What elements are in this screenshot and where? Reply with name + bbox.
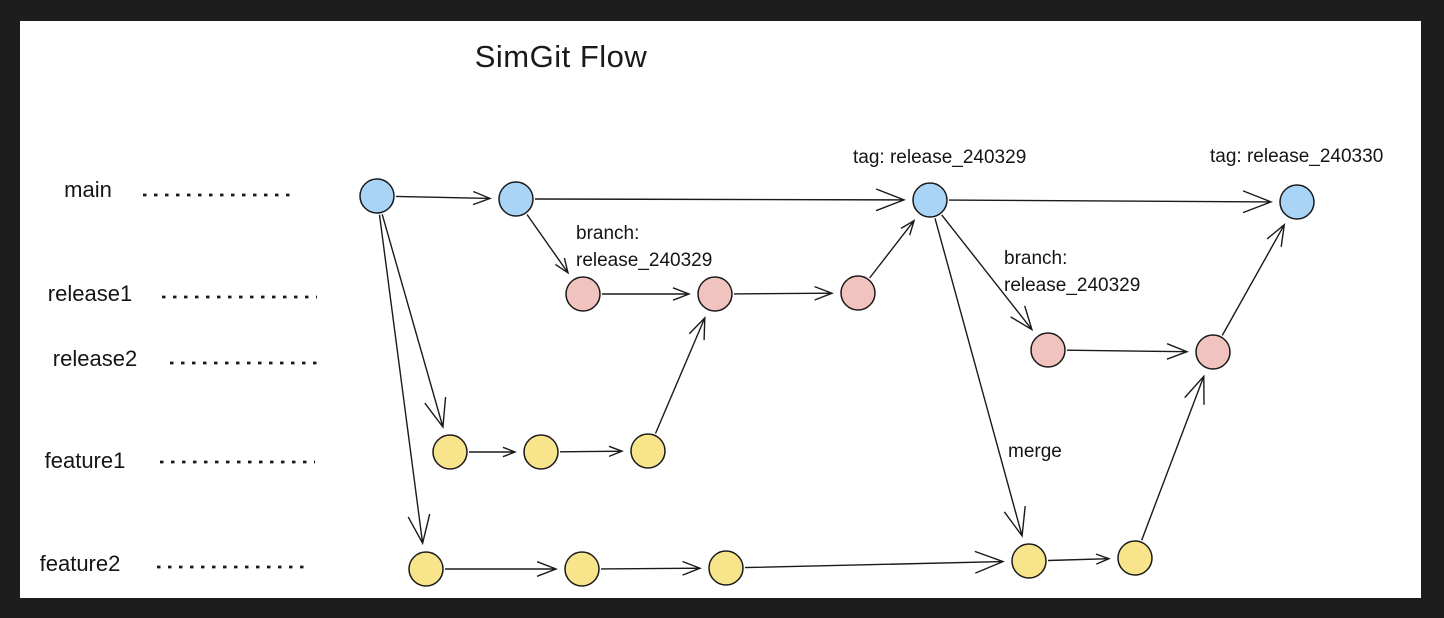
commit-arrow-f1b-f1c	[559, 445, 624, 458]
merge-arrow-f2e-r2b	[1141, 374, 1205, 541]
branch-release2-label-line1: branch:	[1004, 248, 1067, 269]
commit-node-release1-r1c	[840, 275, 876, 311]
commit-arrow-f1a-f1b	[469, 446, 517, 458]
branch-release2-label-line2: release_240329	[1004, 275, 1140, 296]
commit-arrow-m2-m3	[534, 188, 906, 212]
lane-label-feature1: feature1	[45, 448, 126, 473]
commit-arrow-f2d-f2e	[1047, 553, 1111, 565]
commit-node-release1-r1b	[697, 276, 733, 312]
lane-label-release1: release1	[48, 281, 132, 306]
merge-label: merge	[1008, 441, 1062, 462]
commit-node-feature2-f2e	[1117, 540, 1153, 576]
merge-arrow-f1c-r1b	[654, 316, 706, 434]
commit-arrow-r1b-r1c	[733, 285, 834, 301]
lane-label-feature2: feature2	[40, 551, 121, 576]
commit-node-main-m3	[912, 182, 948, 218]
commit-node-feature1-f1b	[523, 434, 559, 470]
commit-arrow-r1a-r1b	[602, 287, 691, 301]
lane-label-main: main	[64, 177, 112, 202]
commit-arrow-m1-m2	[395, 190, 492, 206]
commit-node-release2-r2b	[1195, 334, 1231, 370]
tag-release-240330: tag: release_240330	[1210, 146, 1383, 167]
commit-arrow-m3-m4	[948, 190, 1273, 214]
commit-node-feature2-f2a	[408, 551, 444, 587]
merge-arrow-r1c-m3	[869, 219, 916, 279]
commit-node-feature2-f2b	[564, 551, 600, 587]
commit-node-feature2-f2c	[708, 550, 744, 586]
commit-node-main-m2	[498, 181, 534, 217]
merge-arrow-r2b-m4	[1221, 223, 1286, 336]
tag-release-240329: tag: release_240329	[853, 147, 1026, 168]
branch-arrow-m3-r2a	[941, 214, 1034, 332]
merge-arrow-m3-f2d	[934, 218, 1026, 538]
branch-arrow-m2-r1a	[526, 214, 570, 275]
commit-arrow-f2b-f2c	[600, 560, 702, 576]
branch-release1-label-line1: branch:	[576, 223, 639, 244]
commit-node-release1-r1a	[565, 276, 601, 312]
commit-node-feature1-f1a	[432, 434, 468, 470]
commit-arrow-f2a-f2b	[445, 561, 558, 577]
commit-node-feature2-f2d	[1011, 543, 1047, 579]
commit-node-main-m1	[359, 178, 395, 214]
commit-node-main-m4	[1279, 184, 1315, 220]
lane-label-release2: release2	[53, 346, 137, 371]
branch-arrow-m1-f2a	[378, 214, 431, 546]
diagram-title: SimGit Flow	[474, 39, 648, 74]
commit-node-release2-r2a	[1030, 332, 1066, 368]
branch-release1-label-line2: release_240329	[576, 250, 712, 271]
branch-arrow-m1-f1a	[381, 214, 447, 429]
commit-node-feature1-f1c	[630, 433, 666, 469]
commit-arrow-r2a-r2b	[1066, 343, 1189, 360]
commit-arrow-f2c-f2d	[744, 550, 1005, 574]
